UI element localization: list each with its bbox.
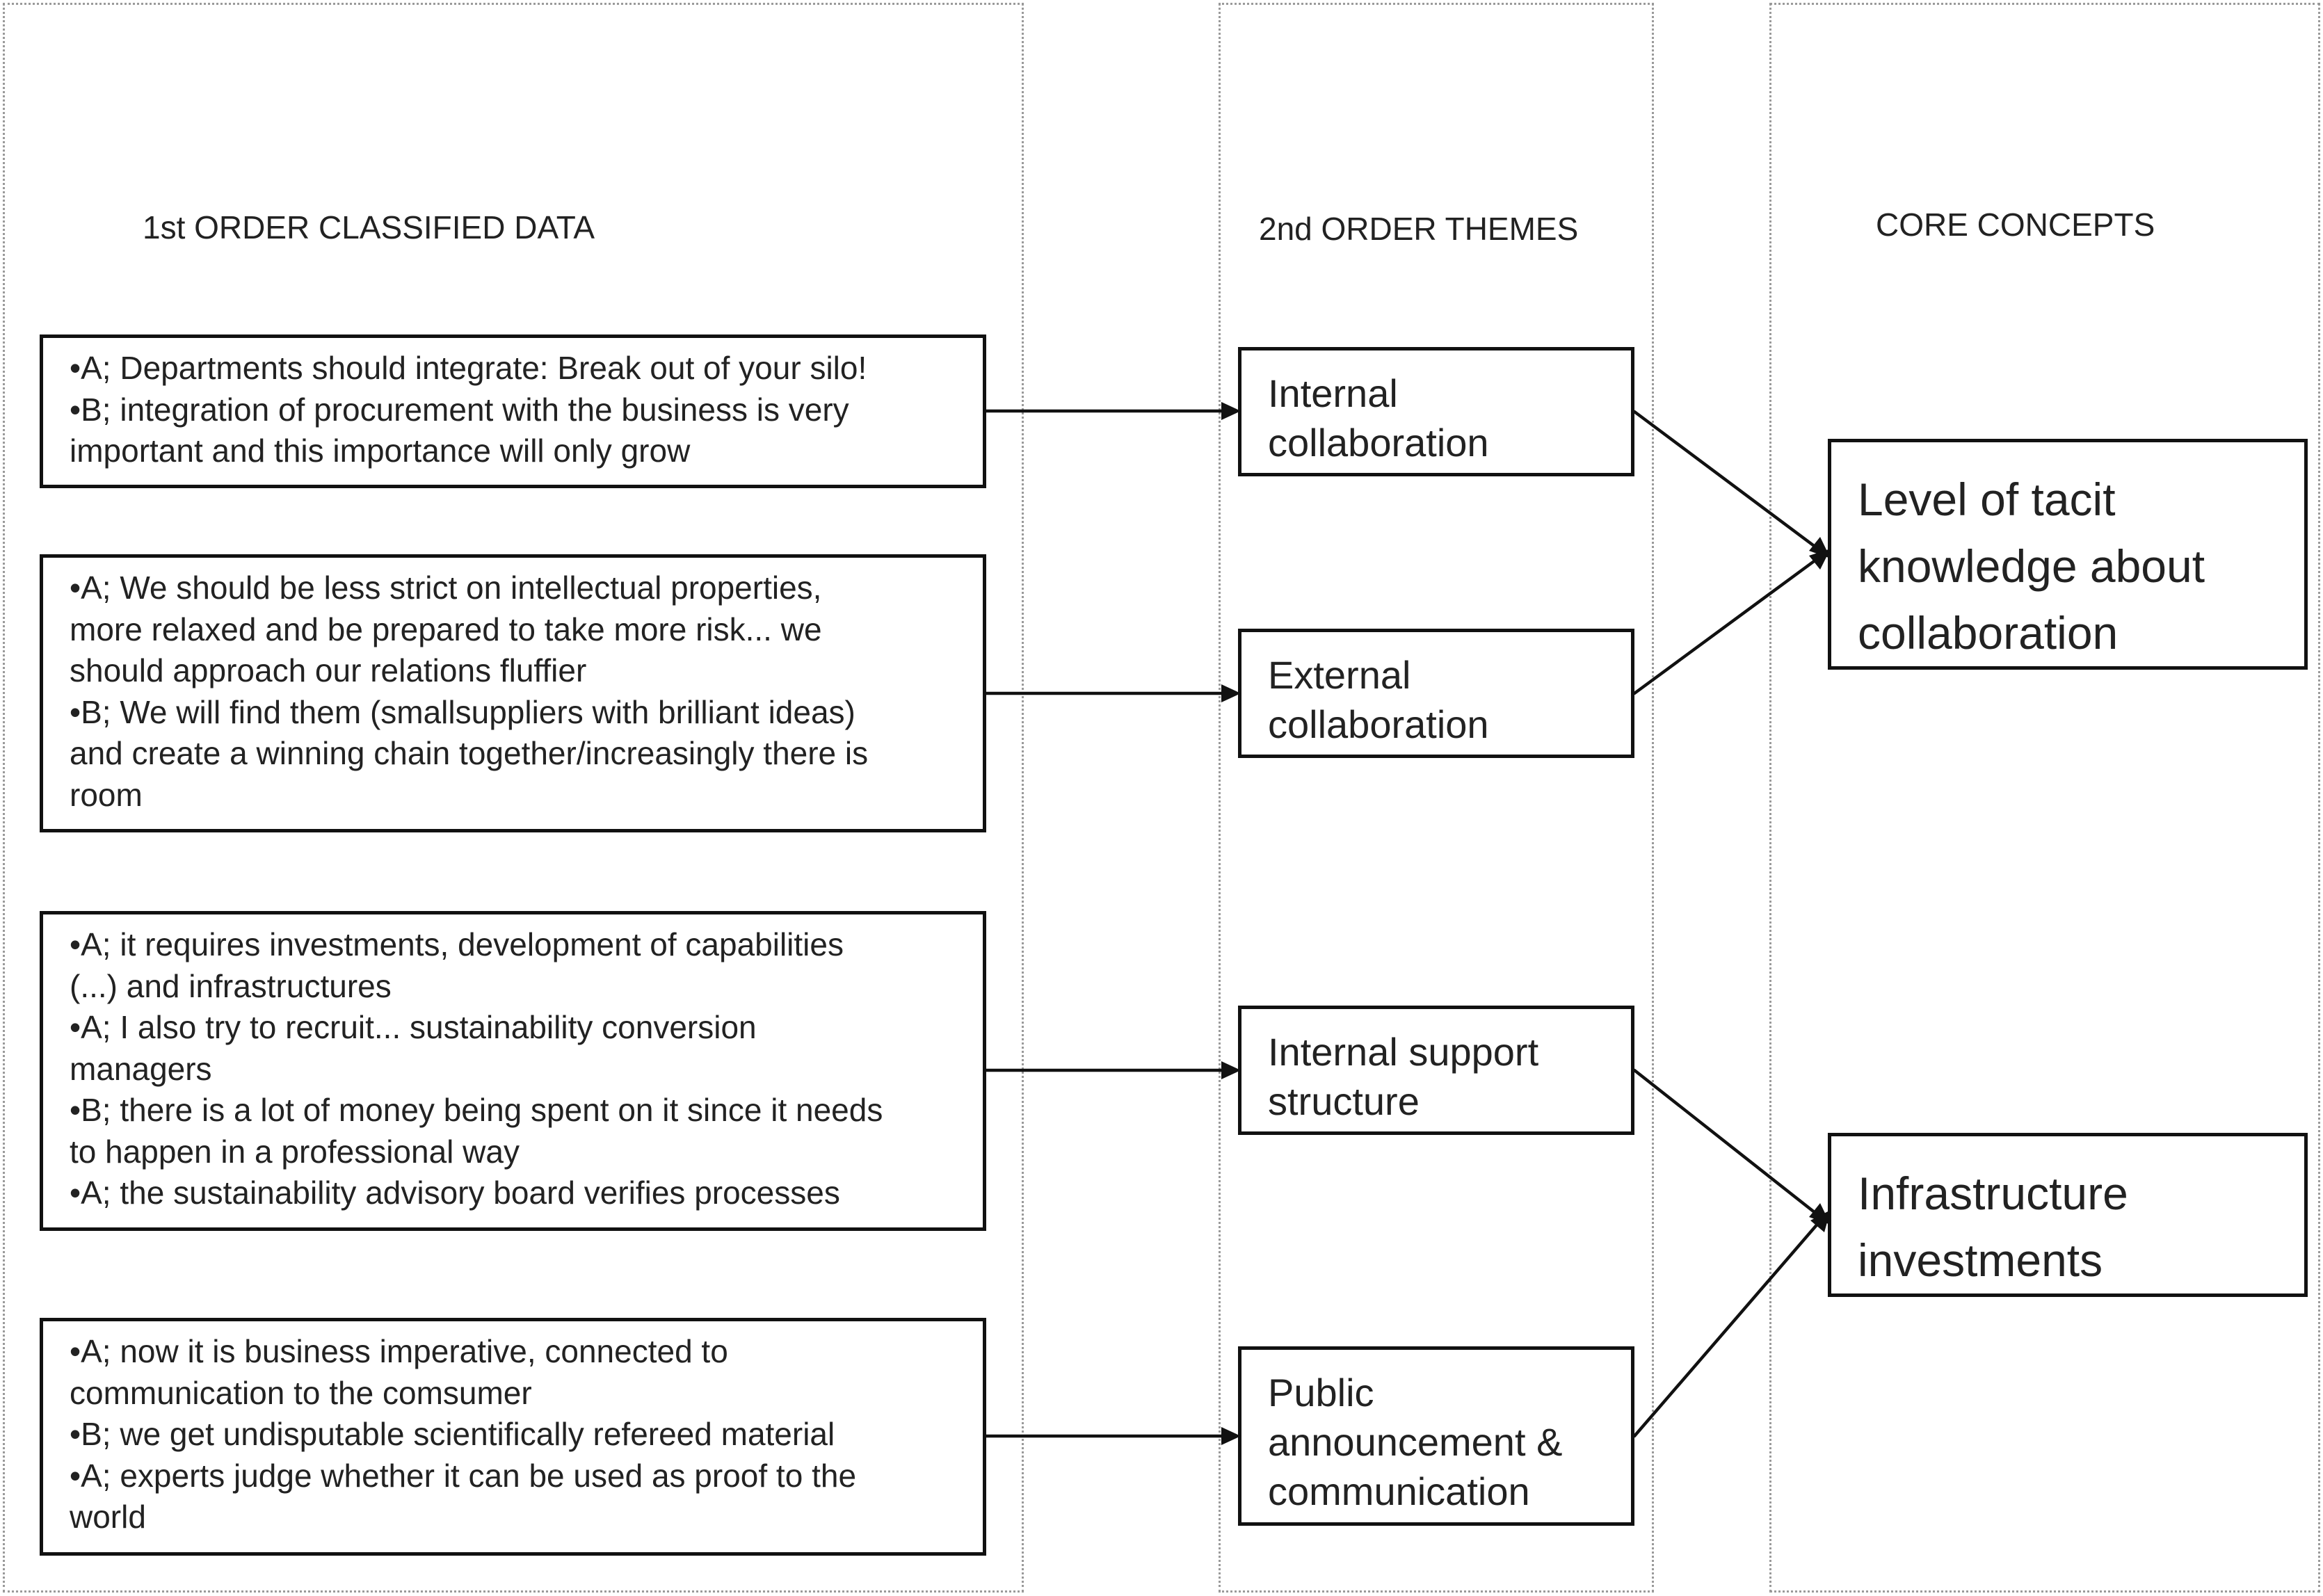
data-line: (...) and infrastructures	[70, 967, 392, 1004]
data-line: •B; integration of procurement with the …	[70, 391, 849, 428]
theme-public-announcement: Public announcement & communication	[1238, 1346, 1634, 1526]
arrow-theme4-to-concept2	[1632, 1220, 1821, 1438]
data-line: •A; it requires investments, development…	[70, 926, 844, 962]
concept-line: Level of tacit	[1858, 474, 2116, 525]
data-line: •A; I also try to recruit... sustainabil…	[70, 1009, 757, 1045]
arrowhead-theme3	[1221, 1061, 1241, 1079]
data-line: •B; We will find them (smallsuppliers wi…	[70, 693, 855, 730]
theme-line: structure	[1268, 1079, 1420, 1123]
data-line: important and this importance will only …	[70, 433, 691, 469]
data-box-external-collaboration: •A; We should be less strict on intellec…	[40, 554, 986, 832]
theme-line: Internal	[1268, 371, 1398, 415]
data-line: •B; we get undisputable scientifically r…	[70, 1416, 835, 1452]
theme-internal-support-structure: Internal support structure	[1238, 1006, 1634, 1135]
arrowhead-concept1-b	[1809, 549, 1831, 570]
second-order-header: 2nd ORDER THEMES	[1259, 211, 1579, 247]
first-order-header: 1st ORDER CLASSIFIED DATA	[143, 209, 595, 245]
data-line: more relaxed and be prepared to take mor…	[70, 611, 822, 647]
data-line: •A; the sustainability advisory board ve…	[70, 1175, 840, 1211]
arrow-theme2-to-concept1	[1632, 556, 1821, 695]
data-box-internal-support: •A; it requires investments, development…	[40, 911, 986, 1231]
theme-external-collaboration: External collaboration	[1238, 629, 1634, 758]
data-box-internal-collaboration: •A; Departments should integrate: Break …	[40, 334, 986, 488]
theme-line: announcement &	[1268, 1420, 1563, 1464]
theme-line: Internal support	[1268, 1030, 1539, 1074]
data-line: should approach our relations fluffier	[70, 652, 587, 688]
arrow-theme3-to-concept2	[1632, 1068, 1821, 1218]
data-box-public-announcement: •A; now it is business imperative, conne…	[40, 1318, 986, 1556]
arrowhead-concept2-b	[1810, 1210, 1831, 1232]
data-line: •A; Departments should integrate: Break …	[70, 350, 867, 386]
data-line: communication to the comsumer	[70, 1374, 532, 1411]
data-line: •B; there is a lot of money being spent …	[70, 1092, 883, 1128]
column-first-order	[3, 3, 1024, 1593]
theme-line: External	[1268, 653, 1411, 697]
theme-internal-collaboration: Internal collaboration	[1238, 347, 1634, 476]
data-line: •A; experts judge whether it can be used…	[70, 1457, 857, 1494]
concept-line: investments	[1858, 1234, 2103, 1286]
theme-line: Public	[1268, 1371, 1374, 1414]
data-line: room	[70, 776, 143, 813]
concept-line: knowledge about	[1858, 540, 2205, 592]
theme-line: collaboration	[1268, 702, 1489, 746]
data-line: and create a winning chain together/incr…	[70, 735, 869, 771]
arrow-theme1-to-concept1	[1632, 410, 1821, 551]
data-line: to happen in a professional way	[70, 1133, 520, 1170]
theme-line: communication	[1268, 1469, 1530, 1513]
arrowhead-theme4	[1221, 1427, 1241, 1445]
column-second-order	[1219, 3, 1654, 1593]
data-line: •A; now it is business imperative, conne…	[70, 1333, 728, 1369]
arrowhead-theme1	[1221, 402, 1241, 420]
concept-line: collaboration	[1858, 607, 2119, 659]
concept-tacit-knowledge: Level of tacit knowledge about collabora…	[1828, 439, 2308, 670]
data-line: •A; We should be less strict on intellec…	[70, 570, 822, 606]
concept-infrastructure-investments: Infrastructure investments	[1828, 1133, 2308, 1297]
column-core-concepts	[1769, 3, 2320, 1593]
data-line: managers	[70, 1050, 212, 1087]
concept-line: Infrastructure	[1858, 1168, 2128, 1219]
data-line: world	[70, 1499, 146, 1535]
arrowhead-theme2	[1221, 684, 1241, 702]
theme-line: collaboration	[1268, 421, 1489, 465]
core-concepts-header: CORE CONCEPTS	[1876, 207, 2155, 243]
